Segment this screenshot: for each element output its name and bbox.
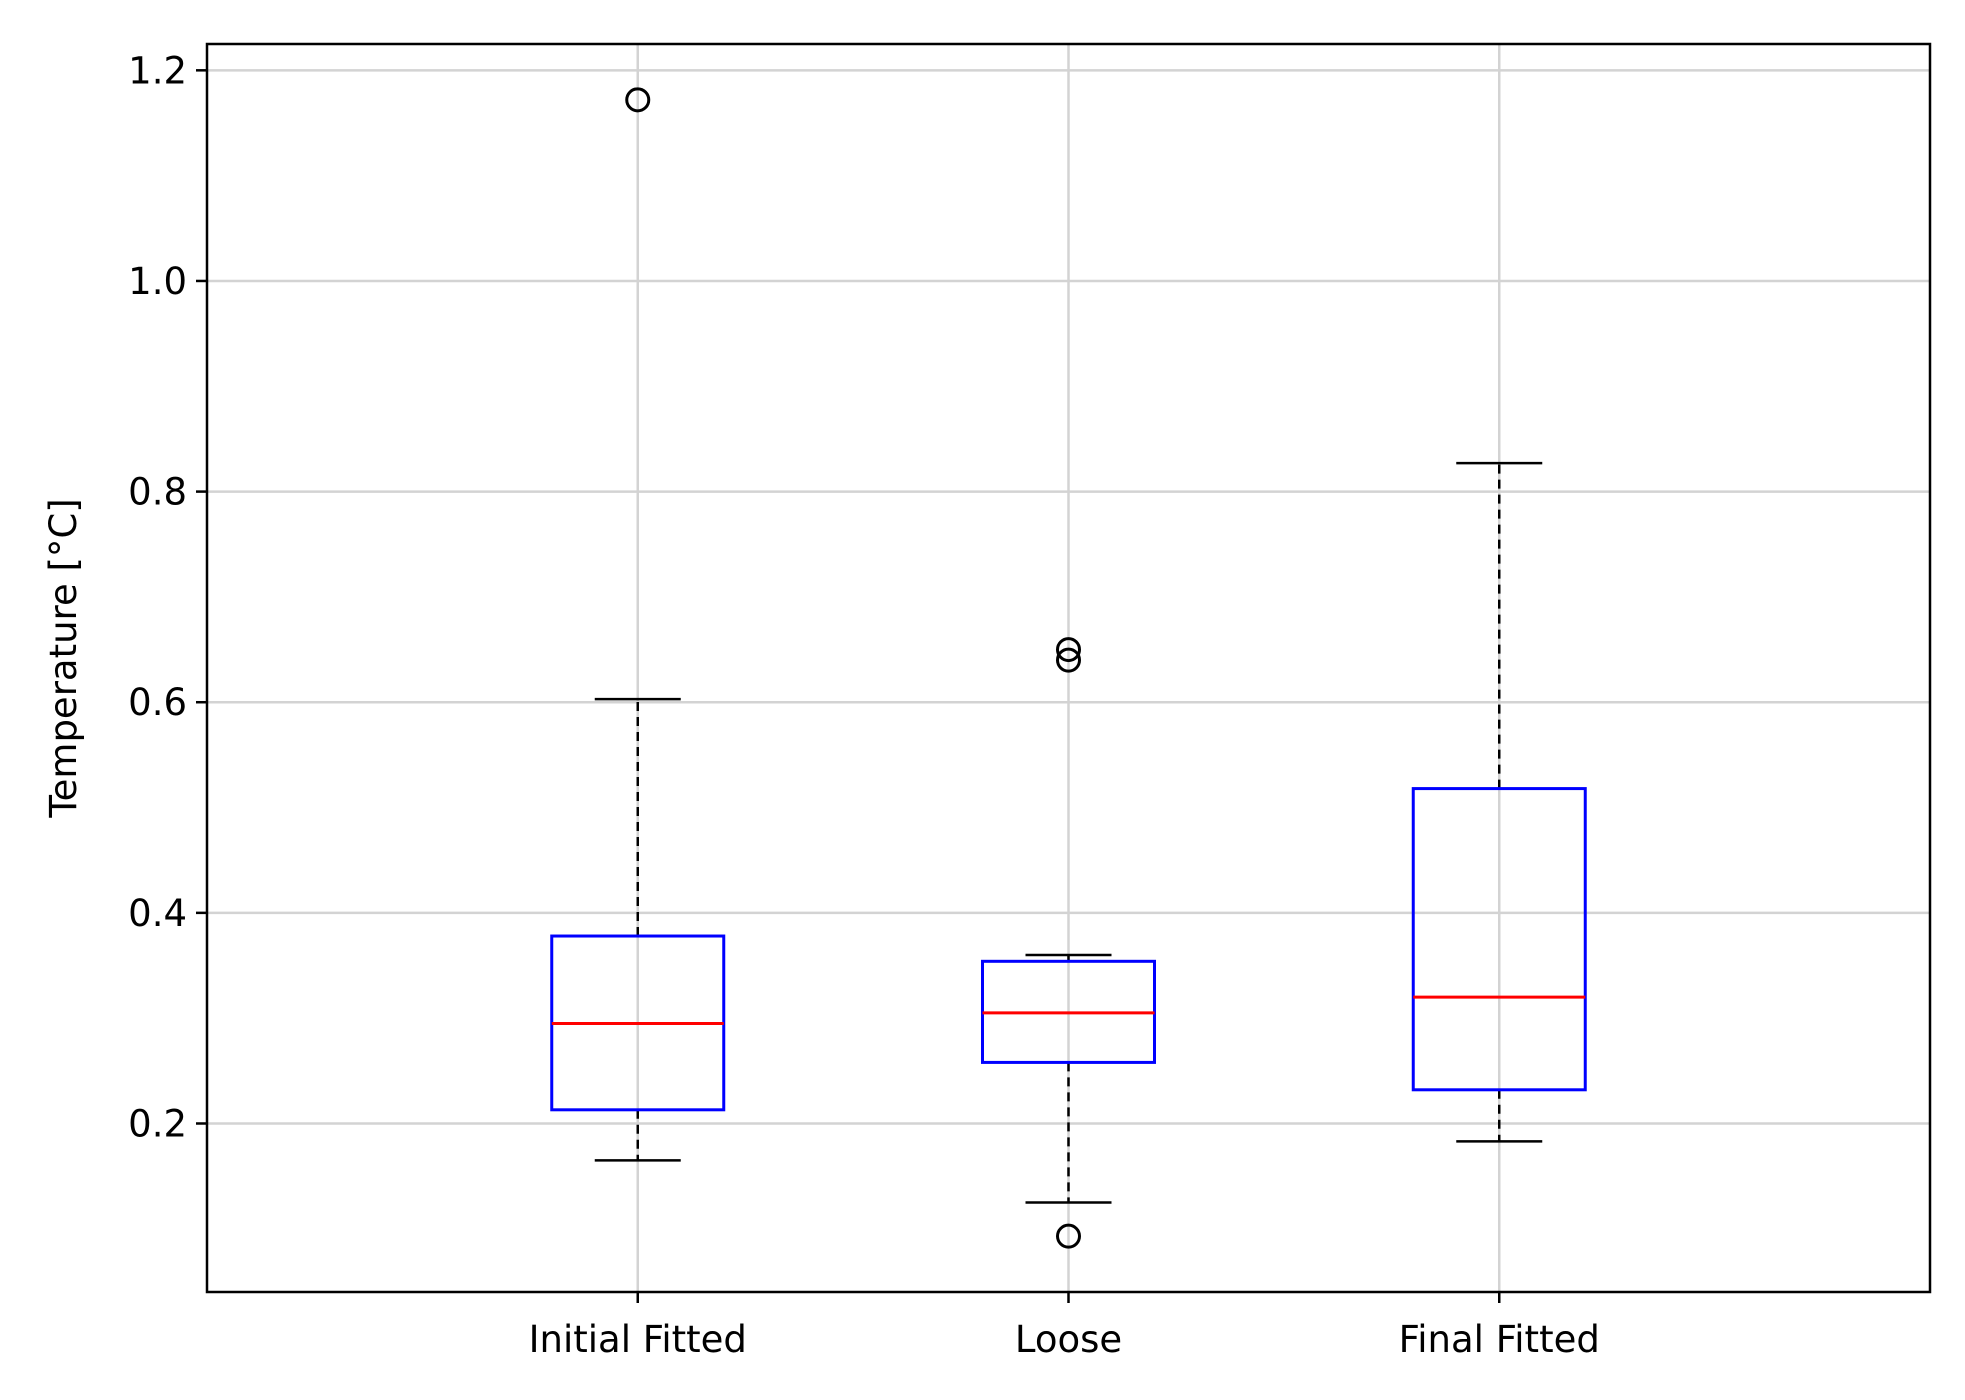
iqr-box xyxy=(1411,787,1587,1092)
y-tick-label: 0.4 xyxy=(128,892,187,935)
x-tick-label: Loose xyxy=(1015,1318,1122,1361)
grid-layer xyxy=(207,44,1930,1292)
outlier-point xyxy=(625,87,651,113)
outlier-point xyxy=(1056,647,1081,673)
y-axis-label: Temperature [°C] xyxy=(42,498,85,818)
box-group xyxy=(981,637,1156,1249)
x-tick-label: Initial Fitted xyxy=(529,1318,747,1361)
outlier-point xyxy=(1056,637,1081,663)
box-group xyxy=(550,87,726,1162)
y-tick-label: 0.6 xyxy=(128,681,187,724)
box-layer xyxy=(550,87,1587,1249)
y-tick-label: 0.2 xyxy=(128,1102,187,1145)
y-tick-label: 0.8 xyxy=(128,471,187,514)
outlier-point xyxy=(1056,1223,1081,1249)
y-tick-label: 1.2 xyxy=(128,49,187,92)
x-tick-label: Final Fitted xyxy=(1399,1318,1600,1361)
y-tick-label: 1.0 xyxy=(128,260,187,303)
box-group xyxy=(1411,461,1587,1143)
